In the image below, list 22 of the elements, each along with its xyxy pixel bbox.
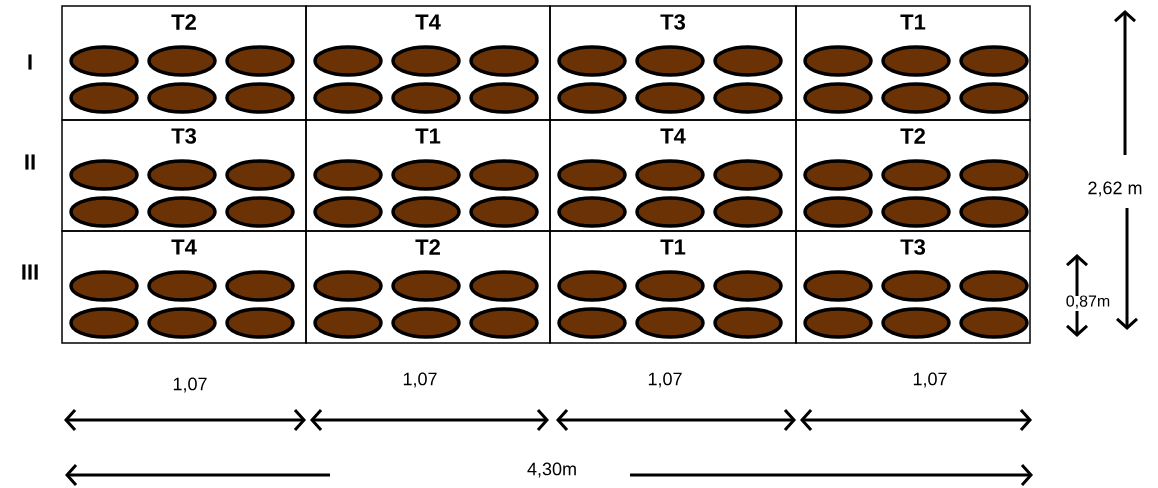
plot-cell: T1 (549, 230, 797, 344)
plot-cell: T2 (305, 230, 551, 344)
dimension-label: 1,07 (403, 372, 437, 388)
row-label: II (25, 154, 35, 170)
dimension-label: 2,62 m (1088, 181, 1142, 197)
plot-cell: T3 (61, 119, 307, 232)
plot-cell: T4 (549, 119, 797, 232)
plot-cell: T3 (795, 230, 1031, 344)
plot-cell: T1 (305, 119, 551, 232)
plot-cell: T3 (549, 5, 797, 121)
plot-cell: T4 (61, 230, 307, 344)
row-label: I (28, 54, 32, 70)
dimension-label: 1,07 (648, 372, 682, 388)
dimension-label: 1,07 (913, 372, 947, 388)
plot-cell: T1 (795, 5, 1031, 121)
plot-cell: T2 (61, 5, 307, 121)
dimension-label: 1,07 (173, 377, 207, 393)
plot-cell: T4 (305, 5, 551, 121)
dimension-label: 4,30m (527, 462, 576, 478)
row-label: III (22, 264, 38, 280)
dimension-label: 0,87m (1066, 295, 1110, 309)
plot-cell: T2 (795, 119, 1031, 232)
